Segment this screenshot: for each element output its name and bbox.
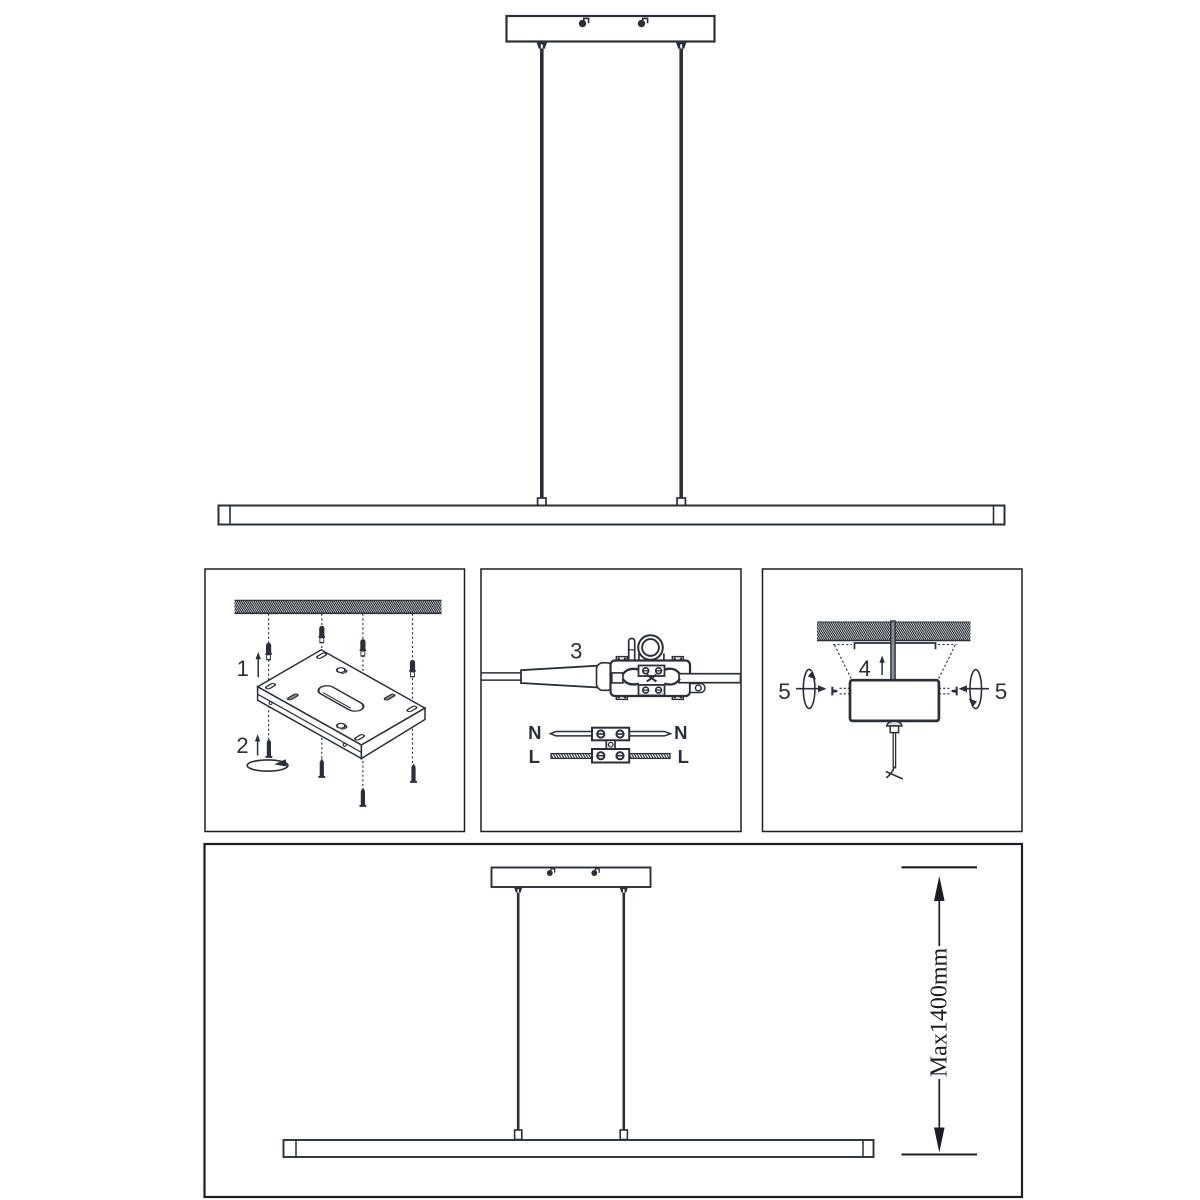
svg-text:3: 3 xyxy=(570,639,582,664)
svg-text:N: N xyxy=(674,722,687,743)
svg-text:2: 2 xyxy=(236,733,248,758)
svg-text:1: 1 xyxy=(237,656,249,681)
svg-text:Max1400mm: Max1400mm xyxy=(926,948,952,1078)
svg-text:L: L xyxy=(678,746,689,767)
svg-text:5: 5 xyxy=(995,679,1008,704)
svg-text:L: L xyxy=(529,746,540,767)
svg-text:4: 4 xyxy=(859,656,871,681)
svg-text:5: 5 xyxy=(778,679,791,704)
svg-text:N: N xyxy=(528,722,541,743)
